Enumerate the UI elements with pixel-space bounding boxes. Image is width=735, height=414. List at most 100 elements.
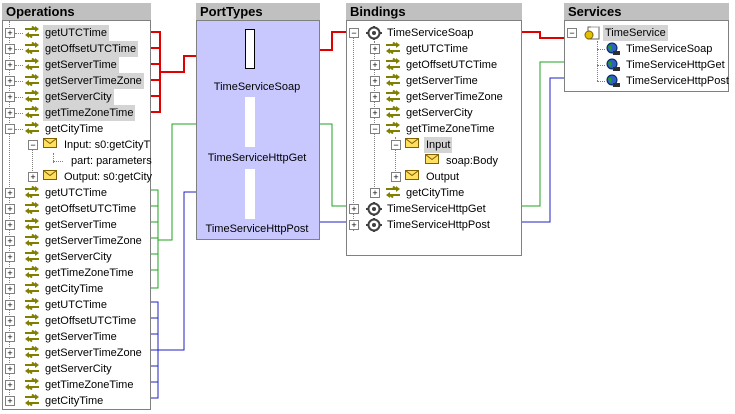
porttype-soap[interactable]: TimeServiceSoap bbox=[213, 81, 301, 93]
porttypes-panel[interactable]: TimeServiceSoap TimeServiceHttpGet TimeS… bbox=[196, 20, 320, 240]
operations-panel[interactable]: + getUTCTime + getOffsetUTCTime + getServerTi… bbox=[2, 20, 153, 410]
service-port-item[interactable]: TimeServiceHttpPost bbox=[626, 75, 729, 87]
binding-operation-item[interactable]: getServerCity bbox=[406, 107, 473, 119]
double-arrow-icon bbox=[24, 361, 40, 376]
operation-item[interactable]: getServerTimeZone bbox=[43, 73, 144, 89]
expand-toggle[interactable]: + bbox=[5, 268, 15, 278]
expand-toggle[interactable]: + bbox=[370, 108, 380, 118]
envelope-icon bbox=[405, 138, 421, 152]
expand-toggle[interactable]: + bbox=[5, 348, 15, 358]
expand-toggle[interactable]: + bbox=[28, 172, 38, 182]
expand-toggle[interactable]: + bbox=[5, 300, 15, 310]
operation-item[interactable]: getUTCTime bbox=[45, 299, 107, 311]
collapse-toggle[interactable]: − bbox=[28, 140, 38, 150]
expand-toggle[interactable]: + bbox=[5, 76, 15, 86]
operation-item[interactable]: getCityTime bbox=[45, 123, 104, 135]
double-arrow-icon bbox=[24, 89, 40, 104]
operation-item[interactable]: getUTCTime bbox=[45, 187, 107, 199]
output-message-item[interactable]: Output: s0:getCity bbox=[64, 171, 153, 183]
binding-operation-item[interactable]: getOffsetUTCTime bbox=[406, 59, 498, 71]
collapse-toggle[interactable]: − bbox=[567, 28, 577, 38]
expand-toggle[interactable]: + bbox=[5, 364, 15, 374]
expand-toggle[interactable]: + bbox=[5, 380, 15, 390]
double-arrow-icon bbox=[385, 185, 401, 200]
expand-toggle[interactable]: + bbox=[370, 92, 380, 102]
expand-toggle[interactable]: + bbox=[5, 188, 15, 198]
binding-gear-icon bbox=[366, 26, 382, 40]
binding-operation-item[interactable]: getTimeZoneTime bbox=[406, 123, 495, 135]
service-item[interactable]: TimeService bbox=[603, 25, 668, 41]
binding-operation-item[interactable]: getUTCTime bbox=[406, 43, 468, 55]
soap-body-item[interactable]: soap:Body bbox=[446, 155, 498, 167]
operations-title: Operations bbox=[2, 3, 151, 20]
expand-toggle[interactable]: + bbox=[5, 396, 15, 406]
operation-item[interactable]: getServerTimeZone bbox=[45, 235, 142, 247]
binding-output-item[interactable]: Output bbox=[426, 171, 460, 183]
operation-item[interactable]: getOffsetUTCTime bbox=[45, 315, 137, 327]
binding-operation-item[interactable]: getServerTimeZone bbox=[406, 91, 503, 103]
operation-item[interactable]: getServerTimeZone bbox=[45, 347, 142, 359]
expand-toggle[interactable]: + bbox=[349, 220, 359, 230]
porttype-httpget[interactable]: TimeServiceHttpGet bbox=[207, 152, 307, 164]
expand-toggle[interactable]: + bbox=[370, 76, 380, 86]
operation-item[interactable]: getServerCity bbox=[45, 251, 112, 263]
double-arrow-icon bbox=[385, 105, 401, 120]
expand-toggle[interactable]: + bbox=[5, 220, 15, 230]
operation-item[interactable]: getOffsetUTCTime bbox=[43, 41, 139, 57]
operation-item[interactable]: getServerTime bbox=[43, 57, 119, 73]
envelope-icon bbox=[43, 170, 59, 184]
operation-item[interactable]: getServerCity bbox=[43, 89, 114, 105]
binding-httppost-item[interactable]: TimeServiceHttpPost bbox=[387, 219, 490, 231]
operation-item[interactable]: getTimeZoneTime bbox=[43, 105, 136, 121]
operation-item[interactable]: getUTCTime bbox=[43, 25, 109, 41]
input-message-item[interactable]: Input: s0:getCityT bbox=[64, 139, 151, 151]
double-arrow-icon bbox=[24, 249, 40, 264]
binding-gear-icon bbox=[366, 218, 382, 232]
operation-item[interactable]: getOffsetUTCTime bbox=[45, 203, 137, 215]
operation-item[interactable]: getCityTime bbox=[45, 395, 104, 407]
operation-item[interactable]: getServerTime bbox=[45, 331, 117, 343]
expand-toggle[interactable]: + bbox=[5, 44, 15, 54]
expand-toggle[interactable]: + bbox=[5, 316, 15, 326]
expand-toggle[interactable]: + bbox=[5, 60, 15, 70]
collapse-toggle[interactable]: − bbox=[5, 124, 15, 134]
operation-item[interactable]: getTimeZoneTime bbox=[45, 379, 134, 391]
expand-toggle[interactable]: + bbox=[370, 60, 380, 70]
expand-toggle[interactable]: + bbox=[5, 252, 15, 262]
binding-operation-item[interactable]: getServerTime bbox=[406, 75, 478, 87]
double-arrow-icon bbox=[24, 25, 40, 40]
expand-toggle[interactable]: + bbox=[5, 108, 15, 118]
operation-item[interactable]: getCityTime bbox=[45, 283, 104, 295]
service-port-item[interactable]: TimeServiceHttpGet bbox=[626, 59, 725, 71]
collapse-toggle[interactable]: − bbox=[349, 28, 359, 38]
expand-toggle[interactable]: + bbox=[5, 92, 15, 102]
operation-item[interactable]: getServerCity bbox=[45, 363, 112, 375]
globe-port-icon bbox=[605, 58, 621, 72]
bindings-panel[interactable]: − TimeServiceSoap + getUTCTime + getOffsetUTC… bbox=[346, 20, 522, 256]
expand-toggle[interactable]: + bbox=[5, 284, 15, 294]
double-arrow-icon bbox=[24, 185, 40, 200]
operation-item[interactable]: getTimeZoneTime bbox=[45, 267, 134, 279]
expand-toggle[interactable]: + bbox=[5, 332, 15, 342]
collapse-toggle[interactable]: − bbox=[370, 124, 380, 134]
expand-toggle[interactable]: + bbox=[370, 44, 380, 54]
part-item[interactable]: part: parameters bbox=[71, 155, 152, 167]
binding-httpget-item[interactable]: TimeServiceHttpGet bbox=[387, 203, 486, 215]
expand-toggle[interactable]: + bbox=[391, 172, 401, 182]
expand-toggle[interactable]: + bbox=[5, 204, 15, 214]
service-port-item[interactable]: TimeServiceSoap bbox=[626, 43, 713, 55]
expand-toggle[interactable]: + bbox=[349, 204, 359, 214]
porttype-httppost[interactable]: TimeServiceHttpPost bbox=[205, 223, 309, 235]
expand-toggle[interactable]: + bbox=[5, 236, 15, 246]
expand-toggle[interactable]: + bbox=[370, 188, 380, 198]
binding-operation-item[interactable]: getCityTime bbox=[406, 187, 465, 199]
binding-input-item[interactable]: Input bbox=[424, 137, 453, 153]
binding-soap-item[interactable]: TimeServiceSoap bbox=[387, 27, 474, 39]
collapse-toggle[interactable]: − bbox=[391, 140, 401, 150]
expand-toggle[interactable]: + bbox=[5, 28, 15, 38]
green-links bbox=[150, 61, 565, 289]
double-arrow-icon bbox=[24, 313, 40, 328]
operation-item[interactable]: getServerTime bbox=[45, 219, 117, 231]
bindings-title: Bindings bbox=[346, 3, 522, 20]
